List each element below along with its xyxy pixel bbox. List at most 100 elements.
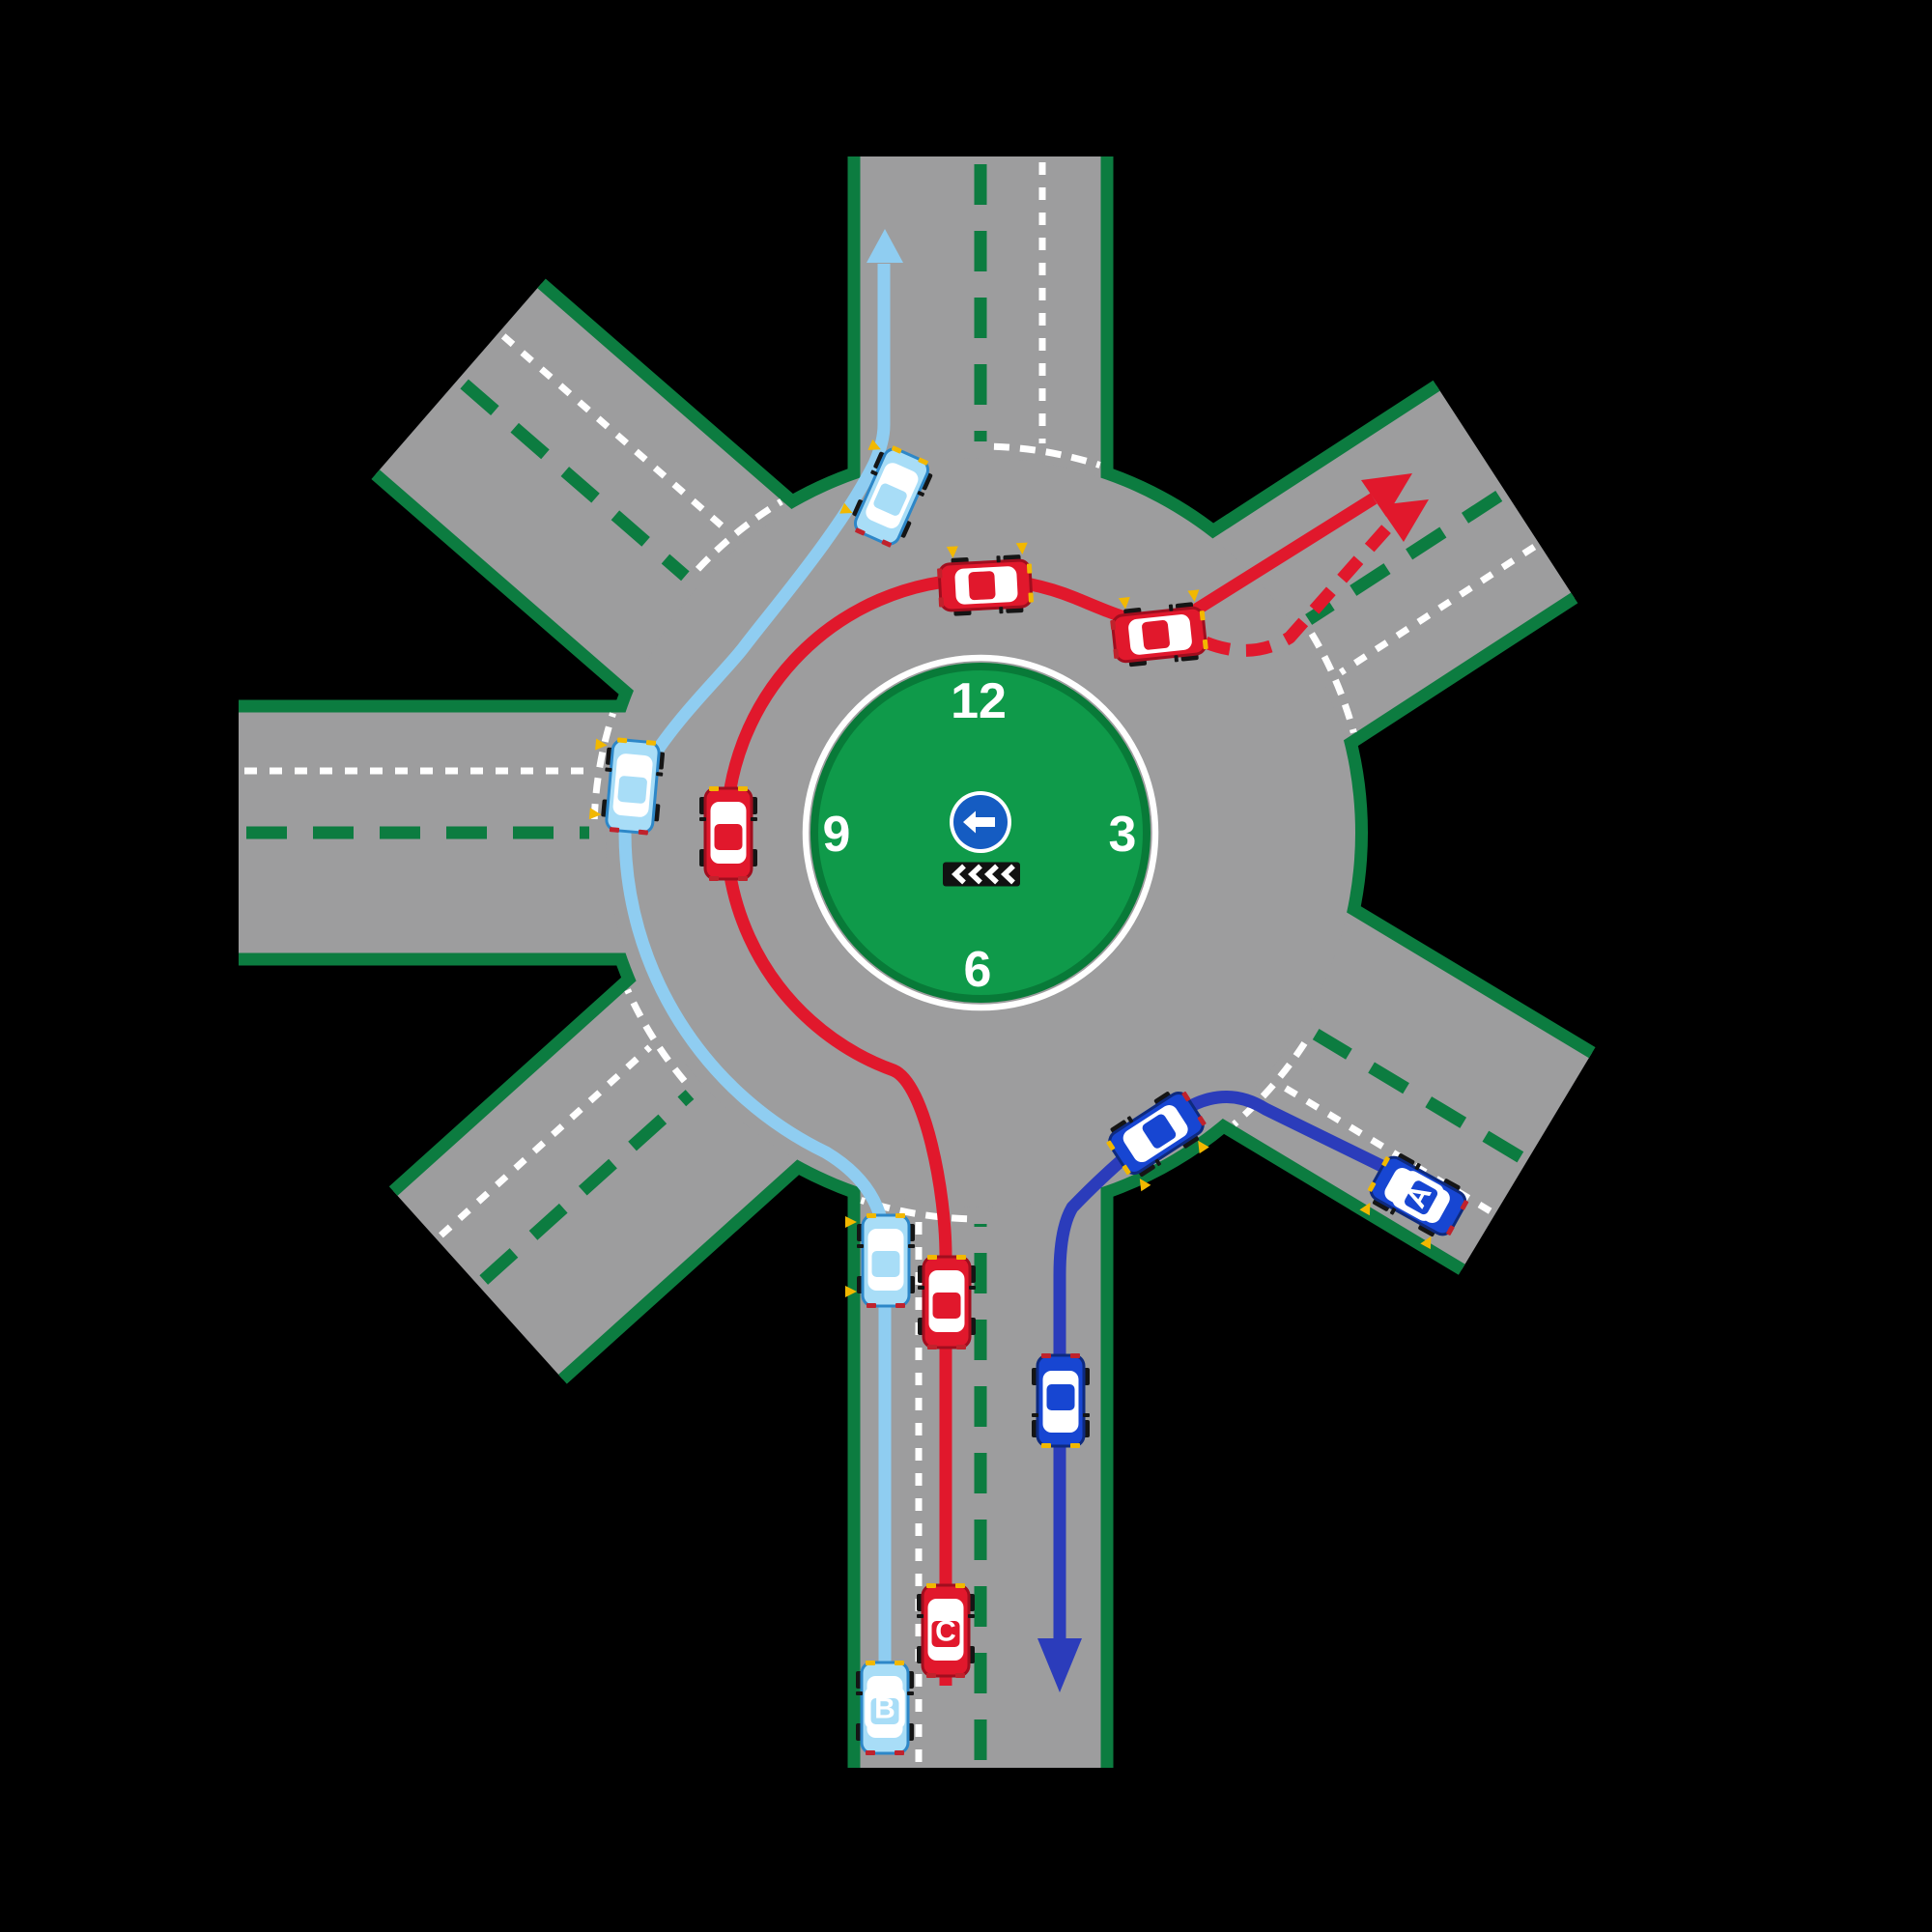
mirror	[857, 1244, 864, 1248]
taillight-icon	[1197, 1116, 1207, 1126]
road-edge-right	[388, 947, 664, 1196]
car-C: C	[917, 1583, 975, 1678]
road-edge-left	[558, 1135, 833, 1384]
taillight-icon	[738, 876, 748, 881]
give-way-line-south-west	[624, 988, 688, 1084]
taillight-icon	[1181, 1091, 1191, 1102]
give-way-line-south-east	[1232, 1040, 1308, 1127]
give-way-line-south	[860, 1197, 968, 1223]
headlight-icon	[895, 1213, 905, 1218]
mirror	[996, 555, 1001, 563]
taillight-icon	[927, 1345, 937, 1350]
central-island: 12 3 6 9	[802, 654, 1159, 1011]
mirror	[1389, 1208, 1397, 1215]
mirror	[918, 1286, 924, 1290]
headlight-icon	[866, 1661, 875, 1665]
give-way-line-north	[993, 442, 1101, 469]
left-indicator-front-icon	[867, 439, 881, 450]
car-roof	[931, 1621, 960, 1647]
headlight-icon	[1041, 1443, 1051, 1448]
left-indicator-front-icon	[595, 738, 608, 751]
route-c-red-solid-line	[720, 493, 1378, 1686]
car-label-badge	[865, 1687, 905, 1729]
headlight-icon	[956, 1255, 966, 1260]
left-indicator-rear-icon	[946, 546, 958, 558]
taillight-icon	[938, 597, 945, 608]
car-lightblue-circulating-west	[588, 737, 666, 836]
center-dashed-line	[1305, 490, 1503, 625]
route-a-dark-blue-arrowhead-icon	[1037, 1638, 1082, 1692]
taillight-icon	[956, 1345, 966, 1350]
headlight-icon	[1026, 563, 1033, 574]
road-edge-left	[371, 469, 662, 724]
taillight-icon	[895, 1303, 905, 1308]
wheel	[1153, 1092, 1172, 1106]
mirror	[907, 1691, 914, 1695]
left-arrow-icon	[963, 810, 995, 834]
lane-divider-dotted	[439, 1044, 653, 1238]
mirror	[1126, 1116, 1134, 1123]
taillight-icon	[609, 827, 620, 833]
left-indicator-rear-icon	[588, 808, 602, 820]
taillight-icon	[709, 876, 719, 881]
car-roof	[873, 483, 907, 516]
taillight-icon	[1446, 1225, 1455, 1236]
car-roof	[932, 1293, 961, 1319]
car-red-entering-south	[918, 1255, 976, 1350]
chevron-left-icon	[1000, 864, 1015, 885]
headlight-icon	[1367, 1181, 1377, 1192]
mirror	[870, 469, 878, 476]
taillight-icon	[866, 1750, 875, 1755]
left-indicator-front-icon	[1139, 1178, 1151, 1192]
mirror	[1154, 1158, 1162, 1167]
headlight-icon	[709, 786, 719, 791]
left-indicator-rear-icon	[1118, 596, 1130, 610]
wheel	[1397, 1153, 1415, 1167]
clock-label-12: 12	[951, 673, 1007, 729]
headlight-icon	[867, 1213, 876, 1218]
center-dashed-line	[1312, 1029, 1524, 1163]
left-indicator-rear-icon	[1420, 1236, 1432, 1250]
left-indicator-front-icon	[1015, 542, 1028, 554]
mirror	[856, 1691, 863, 1695]
road-edge-left	[1175, 380, 1440, 558]
mirror	[699, 817, 706, 821]
headlight-icon	[895, 1661, 904, 1665]
taillight-icon	[881, 539, 893, 548]
wheel	[1418, 1223, 1435, 1237]
taillight-icon	[638, 829, 649, 836]
turn-left-sign	[950, 791, 1011, 853]
mirror	[656, 772, 664, 777]
mirror	[908, 1244, 915, 1248]
headlight-icon	[955, 1583, 965, 1588]
left-indicator-front-icon	[845, 1216, 857, 1228]
clock-label-6: 6	[964, 942, 992, 998]
clock-label-9: 9	[823, 807, 851, 863]
car-lightblue-entering-south	[845, 1213, 915, 1308]
route-c-red-dashed	[1203, 499, 1429, 657]
car-darkblue-turning-mouth	[1106, 1091, 1209, 1192]
headlight-icon	[1381, 1156, 1390, 1167]
chevron-left-icon	[951, 864, 966, 885]
road-edge-right	[1185, 1099, 1465, 1275]
give-way-line-north-east	[1308, 632, 1357, 734]
mirror	[969, 1286, 976, 1290]
taillight-icon	[1070, 1353, 1080, 1358]
clock-label-3: 3	[1109, 807, 1137, 863]
wheel	[1372, 1198, 1390, 1211]
car-roof	[968, 571, 996, 601]
headlight-icon	[738, 786, 748, 791]
car-red-exiting-northeast	[1110, 589, 1208, 668]
car-red-circulating-north	[937, 542, 1034, 616]
car-roof	[1142, 620, 1170, 650]
car-lightblue-exiting-north	[839, 439, 933, 548]
headlight-icon	[1202, 639, 1208, 650]
headlight-icon	[1199, 611, 1206, 621]
center-dashed-line	[460, 379, 690, 582]
mirror	[751, 817, 757, 821]
wheel	[1110, 1120, 1127, 1134]
lane-divider-dotted	[1280, 1083, 1492, 1214]
chevron-left-icon	[967, 864, 982, 885]
route-c-red-solid	[720, 473, 1412, 1686]
